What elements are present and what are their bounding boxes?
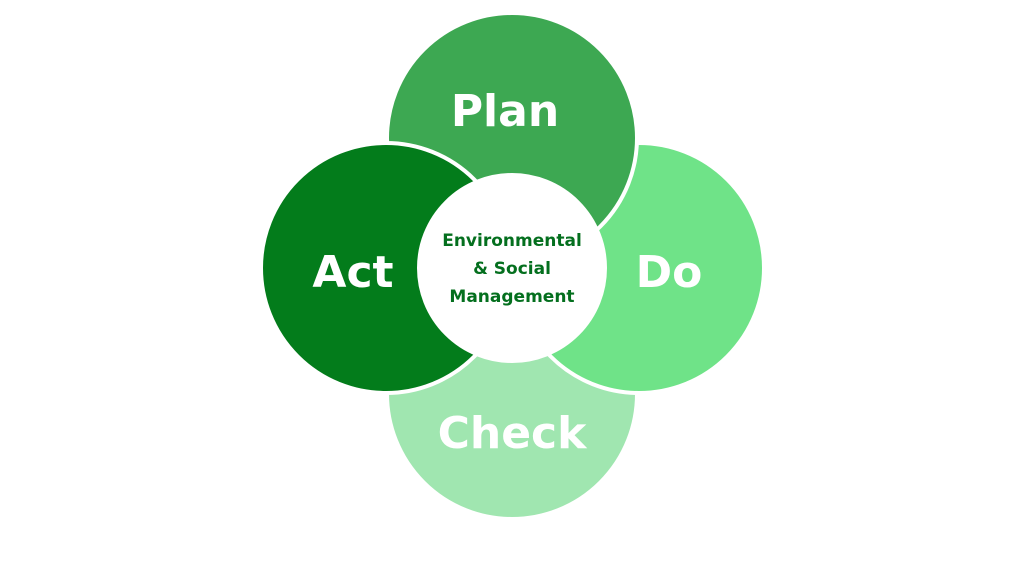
plan-label: Plan (451, 86, 559, 137)
center-label-line-1: Environmental (442, 231, 582, 251)
do-label: Do (636, 247, 703, 298)
center-label-line-3: Management (449, 287, 574, 307)
check-label: Check (438, 408, 589, 459)
center-label-line-2: & Social (473, 259, 551, 279)
center-circle (417, 173, 607, 363)
act-label: Act (312, 247, 393, 298)
